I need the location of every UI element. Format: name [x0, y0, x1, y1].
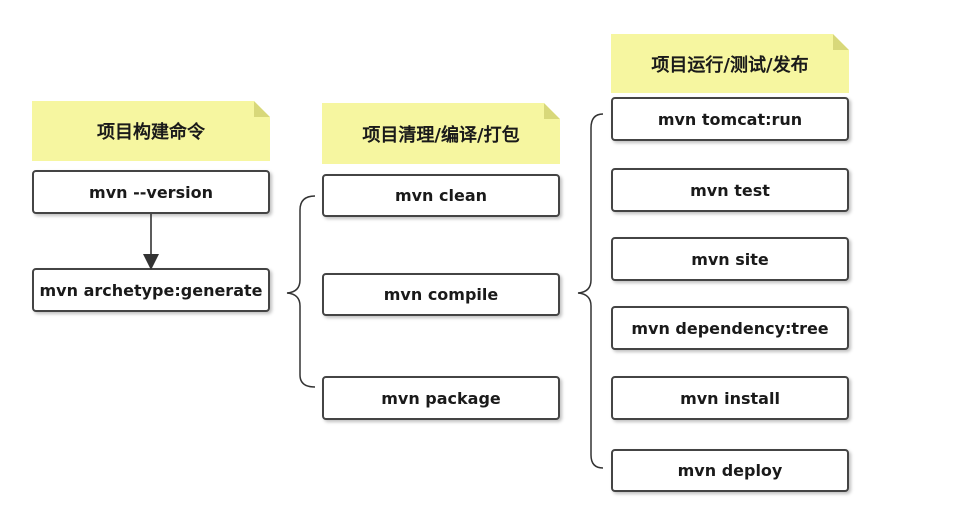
group-1-title-note: 项目构建命令	[32, 101, 270, 161]
cmd-label: mvn site	[691, 249, 769, 269]
cmd-label: mvn --version	[89, 182, 213, 202]
cmd-label: mvn archetype:generate	[39, 280, 263, 300]
cmd-mvn-package: mvn package	[322, 376, 560, 420]
cmd-label: mvn dependency:tree	[631, 318, 829, 338]
cmd-mvn-archetype-generate: mvn archetype:generate	[32, 268, 270, 312]
cmd-mvn-test: mvn test	[611, 168, 849, 212]
cmd-mvn-deploy: mvn deploy	[611, 449, 849, 492]
cmd-mvn-site: mvn site	[611, 237, 849, 281]
note-fold	[254, 101, 270, 117]
cmd-label: mvn package	[381, 388, 501, 408]
cmd-label: mvn install	[680, 388, 780, 408]
cmd-label: mvn tomcat:run	[657, 109, 803, 129]
group-2-title-note: 项目清理/编译/打包	[322, 103, 560, 164]
brace-group-3	[577, 113, 604, 469]
group-2-title: 项目清理/编译/打包	[362, 124, 520, 146]
cmd-mvn-dependency-tree: mvn dependency:tree	[611, 306, 849, 350]
cmd-label: mvn test	[690, 180, 770, 200]
cmd-label: mvn compile	[383, 285, 499, 304]
cmd-label: mvn clean	[394, 186, 488, 205]
group-3-title: 项目运行/测试/发布	[651, 54, 809, 76]
group-3-title-note: 项目运行/测试/发布	[611, 34, 849, 93]
cmd-mvn-version: mvn --version	[32, 170, 270, 214]
cmd-mvn-tomcat-run: mvn tomcat:run	[611, 97, 849, 141]
cmd-label: mvn deploy	[677, 461, 783, 480]
cmd-mvn-install: mvn install	[611, 376, 849, 420]
note-fold	[833, 34, 849, 50]
group-1-title: 项目构建命令	[97, 122, 205, 143]
note-fold	[544, 103, 560, 119]
brace-group-2	[286, 195, 316, 388]
cmd-mvn-compile: mvn compile	[322, 273, 560, 316]
cmd-mvn-clean: mvn clean	[322, 174, 560, 217]
